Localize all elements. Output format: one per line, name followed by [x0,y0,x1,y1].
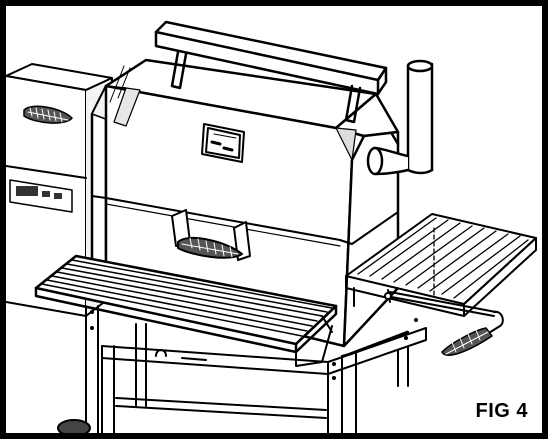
lid-top-handle [154,20,388,124]
right-shelf-bracket [353,287,504,337]
grill-chamber [90,58,400,348]
lid-shading [109,65,357,161]
figure-label: FIG 4 [475,400,528,422]
front-shelf-bars [41,259,333,337]
cart-label-strip [348,330,410,356]
lid-thermometer-plate [201,123,245,163]
right-shelf-bars [357,217,529,299]
smoke-stack [366,59,434,176]
cart-wheel [57,419,91,433]
controller-panel [9,179,73,213]
shelf-tool-handle [441,327,493,356]
hopper-lid-handle [23,105,73,124]
lid-front-handle [171,209,251,261]
cart-frame [85,305,427,433]
front-shelf-bracket [295,315,333,367]
grill-line-drawing [6,20,537,433]
cart-bolts [90,310,418,380]
